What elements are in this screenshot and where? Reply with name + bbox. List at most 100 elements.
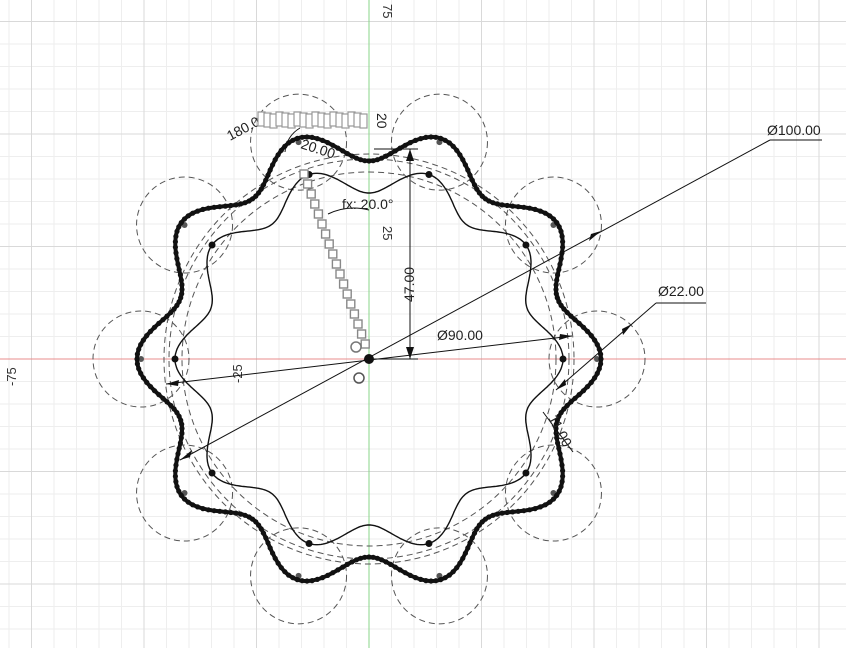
spline-point[interactable]	[340, 148, 346, 154]
spline-point[interactable]	[402, 570, 408, 576]
spline-point[interactable]	[402, 142, 408, 148]
spline-point[interactable]	[471, 182, 478, 188]
spline-point[interactable]	[173, 233, 179, 239]
spline-point[interactable]	[200, 506, 206, 512]
spline-point[interactable]	[179, 286, 185, 293]
partial-vertical-label[interactable]: 20	[374, 113, 390, 129]
spline-point[interactable]	[554, 220, 560, 226]
spline-point[interactable]	[222, 203, 228, 209]
spline-point[interactable]	[576, 320, 582, 326]
sketch-curves[interactable]	[134, 134, 604, 584]
spline-point[interactable]	[527, 205, 533, 211]
spline-point[interactable]	[233, 202, 239, 208]
spline-point[interactable]	[195, 208, 201, 214]
constraint-glyph[interactable]	[349, 309, 360, 319]
spline-point[interactable]	[176, 488, 182, 494]
spline-point[interactable]	[462, 550, 468, 556]
spline-point[interactable]	[172, 473, 178, 479]
spline-point[interactable]	[278, 565, 284, 571]
spline-point[interactable]	[330, 570, 336, 576]
constraint-glyph[interactable]	[342, 289, 352, 299]
spline-point[interactable]	[556, 267, 562, 273]
spline-point[interactable]	[460, 157, 466, 163]
spline-point[interactable]	[349, 153, 355, 159]
spline-point[interactable]	[138, 342, 144, 348]
spline-point[interactable]	[228, 509, 234, 516]
spline-point[interactable]	[397, 145, 403, 151]
spline-point[interactable]	[554, 435, 560, 441]
spline-point[interactable]	[407, 140, 413, 146]
constraint-glyph[interactable]	[317, 219, 327, 229]
spline-point[interactable]	[499, 510, 505, 516]
spline-point[interactable]	[568, 313, 574, 319]
spline-point[interactable]	[179, 282, 185, 288]
spline-point[interactable]	[172, 239, 178, 245]
spline-point[interactable]	[147, 328, 154, 334]
spline-point[interactable]	[442, 137, 448, 143]
spline-point[interactable]	[168, 309, 174, 316]
spline-point[interactable]	[584, 384, 591, 390]
spline-point[interactable]	[340, 564, 346, 570]
spline-point[interactable]	[366, 554, 372, 560]
spline-point[interactable]	[258, 186, 264, 192]
spline-point[interactable]	[290, 575, 296, 581]
spline-point[interactable]	[178, 417, 184, 423]
spline-point[interactable]	[596, 366, 602, 372]
spline-point[interactable]	[428, 578, 434, 584]
spline-point[interactable]	[537, 504, 544, 510]
constraint-glyph[interactable]	[324, 239, 334, 249]
spline-point[interactable]	[185, 499, 191, 505]
spline-point[interactable]	[469, 177, 475, 183]
fx-label[interactable]: fx: 20.0°	[342, 196, 394, 212]
spline-point[interactable]	[270, 162, 276, 168]
spline-point[interactable]	[537, 208, 544, 214]
spline-point[interactable]	[160, 395, 166, 401]
spline-point[interactable]	[383, 153, 389, 159]
spline-point[interactable]	[580, 388, 587, 394]
spline-point[interactable]	[564, 309, 570, 316]
spline-point[interactable]	[553, 421, 559, 427]
spline-point[interactable]	[555, 272, 561, 278]
spline-point[interactable]	[174, 410, 180, 416]
inner-profile-point[interactable]	[425, 540, 433, 548]
spline-point[interactable]	[319, 137, 326, 143]
spline-point[interactable]	[542, 210, 548, 216]
spline-point[interactable]	[407, 572, 413, 579]
spline-point[interactable]	[179, 421, 185, 427]
spline-point[interactable]	[465, 545, 471, 551]
spline-point[interactable]	[521, 508, 527, 514]
spline-point[interactable]	[374, 555, 380, 561]
spline-point[interactable]	[471, 530, 478, 536]
spline-point[interactable]	[556, 445, 562, 451]
spline-point[interactable]	[388, 561, 394, 568]
inner-profile-point[interactable]	[522, 469, 530, 477]
spline-point[interactable]	[554, 417, 560, 423]
spline-point[interactable]	[572, 317, 578, 323]
spline-point[interactable]	[499, 202, 505, 208]
spline-point[interactable]	[138, 370, 144, 376]
spline-point[interactable]	[177, 440, 183, 446]
constraint-glyph[interactable]	[360, 339, 370, 349]
spline-point[interactable]	[532, 206, 538, 212]
spline-point[interactable]	[217, 508, 223, 514]
spline-point[interactable]	[147, 384, 154, 390]
spline-point[interactable]	[330, 142, 336, 148]
spline-point[interactable]	[467, 172, 473, 178]
spline-point[interactable]	[174, 228, 180, 234]
inner-profile-point[interactable]	[522, 241, 530, 249]
spline-point[interactable]	[335, 567, 341, 573]
spline-point[interactable]	[168, 402, 174, 409]
spline-point[interactable]	[592, 375, 598, 381]
spline-point[interactable]	[553, 291, 559, 297]
spline-point[interactable]	[428, 134, 434, 140]
constraint-glyph[interactable]	[331, 259, 342, 269]
spline-point[interactable]	[222, 509, 228, 515]
spline-point[interactable]	[490, 200, 496, 206]
spline-point[interactable]	[175, 261, 181, 267]
spline-point[interactable]	[304, 134, 310, 140]
spline-point[interactable]	[374, 157, 380, 163]
spline-point[interactable]	[140, 337, 146, 343]
constraint-glyph[interactable]	[310, 199, 320, 209]
spline-point[interactable]	[392, 148, 398, 154]
spline-point[interactable]	[521, 204, 527, 210]
